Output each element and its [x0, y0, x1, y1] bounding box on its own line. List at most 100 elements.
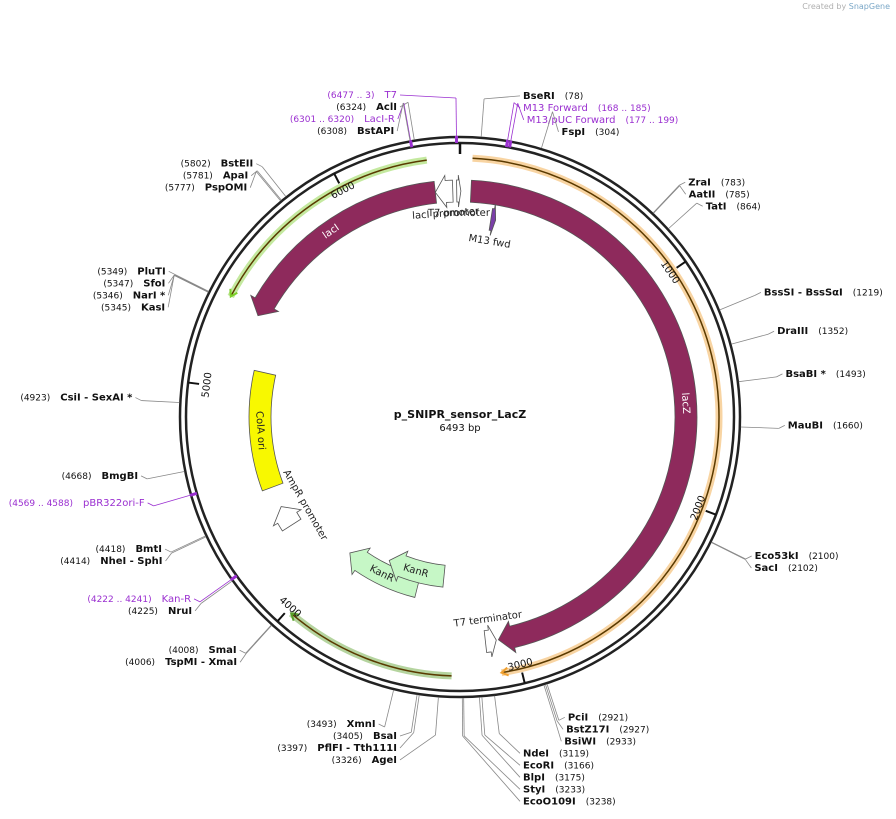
- t7-terminator-feature: [483, 624, 497, 657]
- site-label[interactable]: BsiWI(2933): [564, 736, 636, 747]
- site-label[interactable]: NarI *(5346): [93, 290, 166, 301]
- site-position: (78): [565, 92, 583, 102]
- site-connector: [167, 275, 175, 308]
- site-connector: [463, 735, 521, 790]
- site-label[interactable]: FspI(304): [561, 127, 619, 138]
- primer-label[interactable]: pBR322ori-F(4569 .. 4588): [9, 498, 145, 509]
- site-label[interactable]: BsaI(3405): [333, 731, 397, 742]
- laci-orf-arc: [230, 159, 427, 297]
- site-label[interactable]: AgeI(3326): [332, 755, 397, 766]
- site-name: PflFI - Tth111I: [317, 743, 397, 754]
- site-leader: [146, 471, 185, 480]
- primer-label[interactable]: M13/pUC Forward(177 .. 199): [527, 115, 679, 126]
- site-name: ZraI: [688, 177, 711, 188]
- site-label[interactable]: BmgBI(4668): [62, 471, 138, 482]
- site-connector: [250, 170, 258, 177]
- plasmid-name: p_SNIPR_sensor_LacZ: [394, 408, 526, 421]
- site-name: BsaBI *: [785, 369, 826, 380]
- site-connector: [165, 552, 172, 562]
- site-label[interactable]: NruI(4225): [128, 606, 192, 617]
- site-label[interactable]: BmtI(4418): [96, 544, 162, 555]
- site-label[interactable]: NheI - SphI(4414): [60, 556, 162, 567]
- site-label[interactable]: SacI(2102): [754, 563, 818, 574]
- site-label[interactable]: PflFI - Tth111I (3397): [277, 743, 397, 754]
- site-label[interactable]: ApaI(5781): [183, 171, 248, 182]
- primer-connector: [147, 502, 154, 507]
- site-label[interactable]: BssSI - BssSαI(1219): [764, 287, 883, 298]
- site-label[interactable]: Eco53kI(2100): [755, 551, 839, 562]
- t7-promoter-label: T7 promoter: [427, 208, 491, 219]
- site-label[interactable]: EcoRI(3166): [523, 760, 594, 771]
- site-label[interactable]: SfoI(5347): [103, 278, 165, 289]
- site-label[interactable]: PciI(2921): [568, 712, 628, 723]
- site-connector: [498, 733, 521, 754]
- site-leader: [245, 625, 272, 654]
- site-label[interactable]: EcoO109I(3238): [523, 796, 616, 807]
- site-label[interactable]: MauBI(1660): [788, 420, 863, 431]
- site-position: (5777): [165, 184, 195, 194]
- site-label[interactable]: AatII(785): [689, 189, 750, 200]
- site-connector: [239, 653, 247, 663]
- site-name: BstAPI: [357, 126, 394, 137]
- site-name: BmtI: [135, 544, 162, 555]
- site-connector: [378, 723, 385, 728]
- site-label[interactable]: DraIII(1352): [777, 326, 848, 337]
- site-label[interactable]: TspMI - XmaI(4006): [125, 657, 237, 668]
- site-label[interactable]: ZraI (783): [688, 177, 745, 188]
- site-leader: [256, 170, 282, 201]
- site-name: BstEII: [221, 159, 254, 170]
- site-leader: [479, 697, 483, 736]
- site-name: ApaI: [223, 171, 248, 182]
- site-name: BsiWI: [564, 736, 596, 747]
- site-connector: [168, 274, 175, 284]
- primer-label[interactable]: Kan-R(4222 .. 4241): [87, 594, 191, 605]
- site-leader: [480, 98, 485, 137]
- site-leader: [653, 185, 680, 214]
- primer-mark: [504, 139, 510, 148]
- site-label[interactable]: BseRI(78): [523, 91, 583, 102]
- site-name: NdeI: [523, 748, 549, 759]
- site-name: BmgBI: [102, 471, 139, 482]
- site-connector: [696, 202, 703, 207]
- site-label[interactable]: BsaBI * (1493): [785, 369, 865, 380]
- site-leader: [711, 542, 746, 560]
- site-label[interactable]: CsiI - SexAI *(4923): [20, 393, 133, 404]
- site-leader: [173, 275, 209, 293]
- lacZ-label: lacZ: [679, 392, 691, 414]
- cola-ori-label: ColA ori: [253, 411, 267, 451]
- site-position: (783): [721, 178, 745, 188]
- site-name: AgeI: [372, 755, 397, 766]
- site-name: PspOMI: [205, 183, 247, 194]
- site-name: KasI: [141, 302, 165, 313]
- site-position: (1493): [836, 370, 866, 380]
- site-name: StyI: [523, 784, 545, 795]
- site-label[interactable]: NdeI(3119): [523, 748, 589, 759]
- site-label[interactable]: PluTI(5349): [97, 266, 165, 277]
- primer-connector: [193, 598, 201, 603]
- site-name: NheI - SphI: [100, 556, 162, 567]
- plasmid-length: 6493 bp: [439, 423, 480, 434]
- site-label[interactable]: BstEII(5802): [181, 159, 254, 170]
- primer-label[interactable]: M13 Forward(168 .. 185): [523, 103, 651, 114]
- site-position: (1219): [853, 288, 883, 298]
- site-label[interactable]: BlpI(3175): [523, 772, 585, 783]
- site-leader: [543, 685, 556, 722]
- site-label[interactable]: XmnI(3493): [307, 719, 376, 730]
- site-leader: [384, 689, 394, 728]
- site-name: CsiI - SexAI *: [60, 393, 133, 404]
- snapgene-watermark: Created by SnapGene: [802, 2, 890, 11]
- site-position: (3397): [277, 744, 307, 754]
- site-position: (3405): [333, 732, 363, 742]
- site-label[interactable]: BstZ17I(2927): [566, 724, 649, 735]
- site-name: FspI: [561, 127, 585, 138]
- site-label[interactable]: TatI(864): [706, 201, 761, 212]
- site-label[interactable]: StyI(3233): [523, 784, 585, 795]
- site-label[interactable]: KasI(5345): [101, 302, 165, 313]
- site-label[interactable]: BstAPI(6308): [317, 126, 394, 137]
- site-label[interactable]: PspOMI (5777): [165, 183, 247, 194]
- site-label[interactable]: SmaI(4008): [169, 645, 237, 656]
- primer-label[interactable]: T7(6477 .. 3): [327, 90, 397, 101]
- site-label[interactable]: AclI(6324): [336, 102, 397, 113]
- primer-label[interactable]: LacI-R(6301 .. 6320): [290, 114, 395, 125]
